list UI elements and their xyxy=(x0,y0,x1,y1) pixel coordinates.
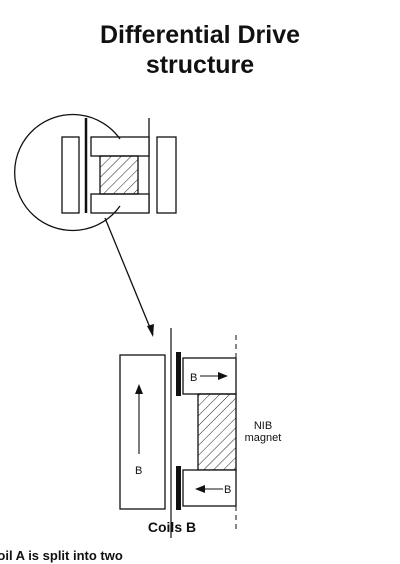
label-b-left: B xyxy=(135,465,142,477)
overview-left-coil xyxy=(61,136,80,214)
title-line-2: structure xyxy=(145,51,255,79)
label-b-top: B xyxy=(190,372,197,384)
b-right-arrow-head xyxy=(218,372,228,380)
nib-magnet xyxy=(197,393,237,471)
b-left-arrow-head xyxy=(195,485,205,493)
detail-coil-left xyxy=(119,354,166,510)
overview-top-pole xyxy=(90,136,150,157)
coil-segment-top xyxy=(176,352,181,396)
detail-structure xyxy=(119,328,237,538)
title-line-1: Differential Drive xyxy=(99,21,301,49)
lower-pole-piece xyxy=(182,469,237,507)
footer-caption-text: Coil A is split into two xyxy=(0,548,123,563)
label-b-bottom: B xyxy=(224,484,231,496)
zoom-arrow xyxy=(104,217,154,337)
b-up-arrow-head xyxy=(135,384,143,394)
zoom-circle xyxy=(14,113,121,232)
diagram-title: Differential Drive structure xyxy=(0,20,400,80)
coil-segment-bottom xyxy=(176,466,181,510)
footer-caption: Coil A is split into two xyxy=(0,548,400,563)
label-coils-b: Coils B xyxy=(148,519,196,535)
overview-magnet xyxy=(99,155,139,195)
overview-bottom-pole xyxy=(90,193,150,214)
label-magnet-2: magnet xyxy=(245,432,282,444)
label-magnet-1: NIB xyxy=(254,420,272,432)
overview-right-coil xyxy=(156,136,177,214)
overview-structure xyxy=(14,113,177,232)
